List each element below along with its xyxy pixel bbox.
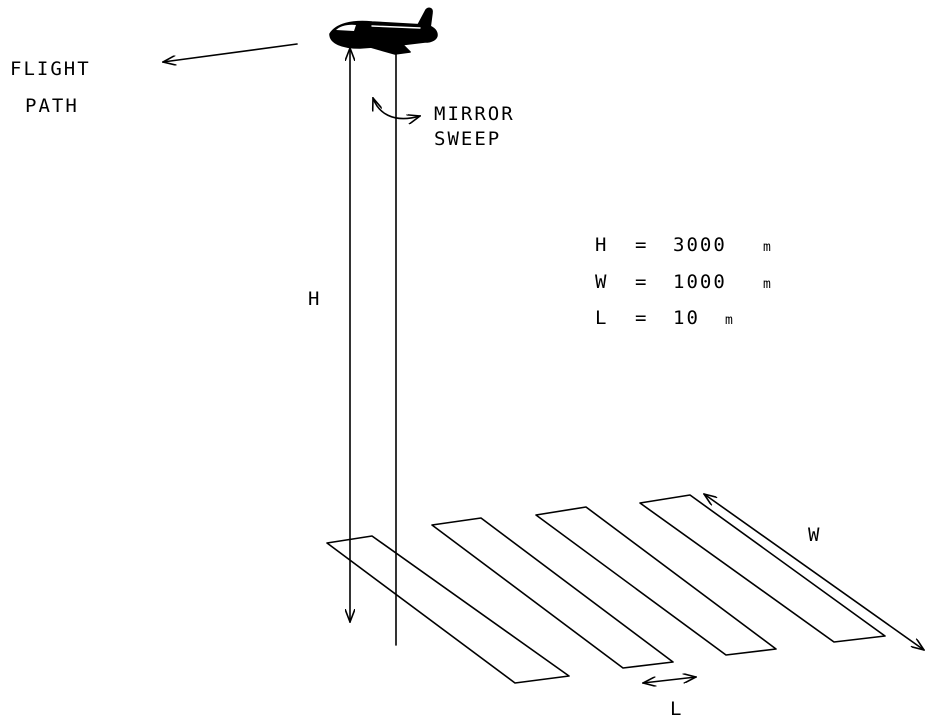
- flight-path-label-line2: PATH: [25, 95, 79, 117]
- param-l-value: 10: [673, 307, 700, 329]
- length-dimension-arrow: [643, 677, 696, 683]
- airplane-icon: [329, 7, 438, 55]
- param-h-symbol: H: [595, 234, 608, 256]
- ground-strip-2: [431, 517, 674, 669]
- ground-strip-1: [326, 535, 570, 684]
- param-l-unit: m: [725, 313, 733, 328]
- height-label: H: [308, 288, 321, 310]
- mirror-sweep-label-line2: SWEEP: [434, 128, 501, 150]
- width-dimension-arrow: [704, 494, 924, 650]
- param-w-equals: =: [635, 271, 648, 293]
- param-h-unit: m: [763, 240, 771, 255]
- param-w-value: 1000: [673, 271, 727, 293]
- param-l-equals: =: [635, 307, 648, 329]
- flight-path-arrow: [163, 43, 298, 62]
- param-h-value: 3000: [673, 234, 727, 256]
- width-label: W: [808, 524, 821, 546]
- param-w-symbol: W: [595, 271, 608, 293]
- mirror-sweep-label-line1: MIRROR: [434, 103, 515, 125]
- mirror-sweep-arrow: [373, 98, 420, 119]
- flight-path-label-line1: FLIGHT: [10, 58, 91, 80]
- param-h-equals: =: [635, 234, 648, 256]
- ground-strip-3: [535, 506, 777, 656]
- parameter-table: H = 3000 m W = 1000 m L = 10 m: [595, 234, 771, 329]
- param-l-symbol: L: [595, 307, 608, 329]
- param-w-unit: m: [763, 277, 771, 292]
- length-label: L: [670, 698, 683, 718]
- ground-strip-4: [639, 494, 886, 643]
